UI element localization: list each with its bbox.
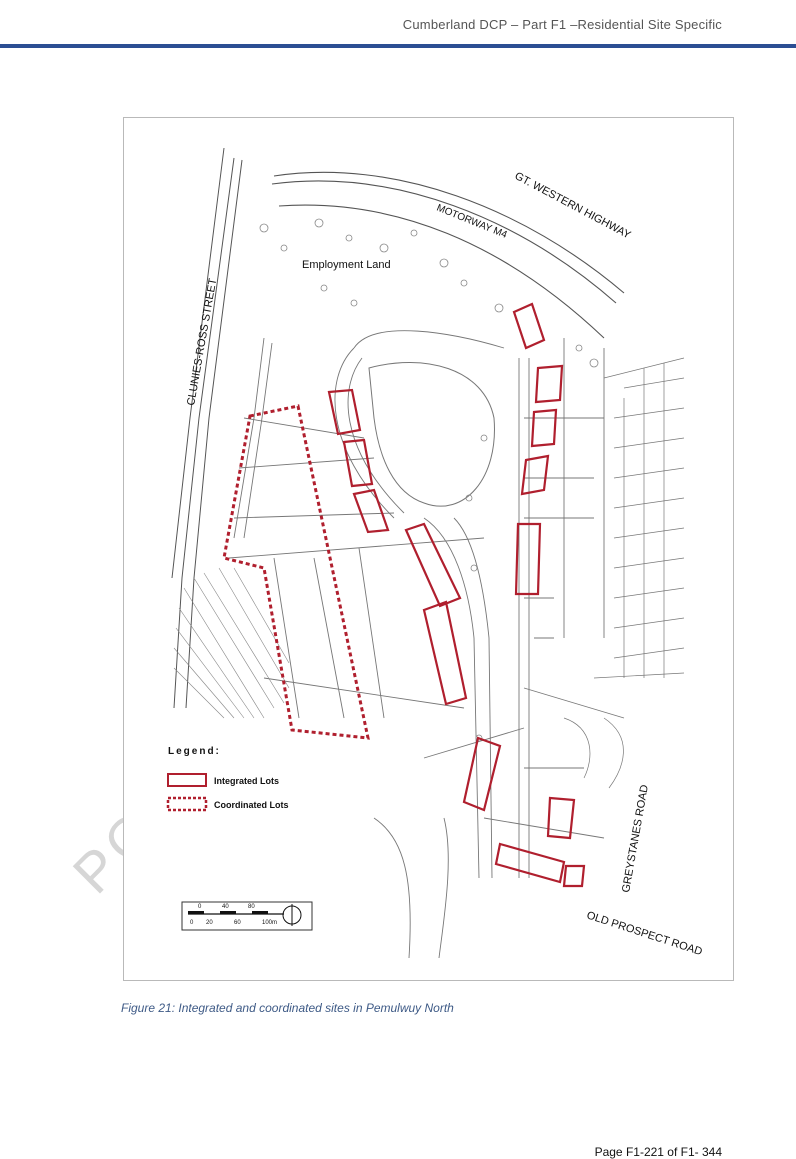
integrated-lot: [494, 842, 566, 884]
legend-title: Legend:: [168, 746, 221, 757]
vegetation-hatching: [173, 567, 290, 719]
scale-tick: 80: [248, 904, 255, 910]
scale-tick: 40: [222, 904, 229, 910]
coordinated-lots-boundary: [222, 404, 370, 740]
greystanes-road-label: GREYSTANES ROAD: [620, 784, 651, 894]
integrated-lot: [530, 408, 558, 448]
scale-tick: 60: [234, 920, 241, 926]
clunies-ross-street-label: CLUNIES-ROSS STREET: [185, 277, 219, 406]
integrated-lot: [514, 522, 542, 596]
scale-tick: 0: [198, 904, 202, 910]
integrated-lots-swatch: [167, 773, 207, 787]
document-header-title: Cumberland DCP – Part F1 –Residential Si…: [402, 17, 722, 32]
scale-bar: 0 40 80 0 20 60 100m: [181, 901, 313, 931]
employment-land-label: Employment Land: [302, 259, 391, 271]
figure-map: GT. WESTERN HIGHWAY MOTORWAY M4 Employme…: [123, 117, 734, 981]
figure-caption: Figure 21: Integrated and coordinated si…: [121, 1001, 454, 1015]
page-number: Page F1-221 of F1- 344: [594, 1145, 722, 1159]
internal-roads: [228, 330, 625, 959]
integrated-lot: [534, 364, 564, 404]
clunies-ross-street-lines: [171, 147, 243, 709]
integrated-lot: [404, 522, 462, 608]
residential-lot-grid: [563, 357, 685, 789]
integrated-lot: [327, 388, 362, 436]
old-prospect-road-label: OLD PROSPECT ROAD: [585, 909, 704, 958]
integrated-lot: [422, 600, 468, 706]
header-rule: [0, 44, 796, 48]
coordinated-lots-label: Coordinated Lots: [214, 800, 289, 810]
legend: Legend: Integrated Lots Coordinated Lots: [166, 746, 289, 812]
integrated-lot: [462, 736, 502, 812]
motorway-lines: [271, 171, 625, 339]
site-map-svg: GT. WESTERN HIGHWAY MOTORWAY M4 Employme…: [166, 147, 704, 959]
scale-tick: 20: [206, 920, 213, 926]
integrated-lots-label: Integrated Lots: [214, 776, 279, 786]
gt-western-highway-label: GT. WESTERN HIGHWAY: [513, 170, 634, 242]
scale-tick: 0: [190, 920, 194, 926]
integrated-lot: [512, 302, 546, 350]
integrated-lot: [342, 438, 374, 488]
integrated-lot: [520, 454, 550, 496]
integrated-lot: [546, 796, 576, 840]
scale-tick: 100m: [262, 920, 277, 926]
motorway-m4-label: MOTORWAY M4: [435, 203, 509, 241]
integrated-lots: [327, 302, 586, 888]
integrated-lot: [352, 488, 390, 534]
coordinated-lots-swatch: [166, 796, 208, 812]
integrated-lot: [562, 864, 586, 888]
pond-outline: [368, 362, 495, 507]
tree-symbols: [259, 218, 599, 742]
